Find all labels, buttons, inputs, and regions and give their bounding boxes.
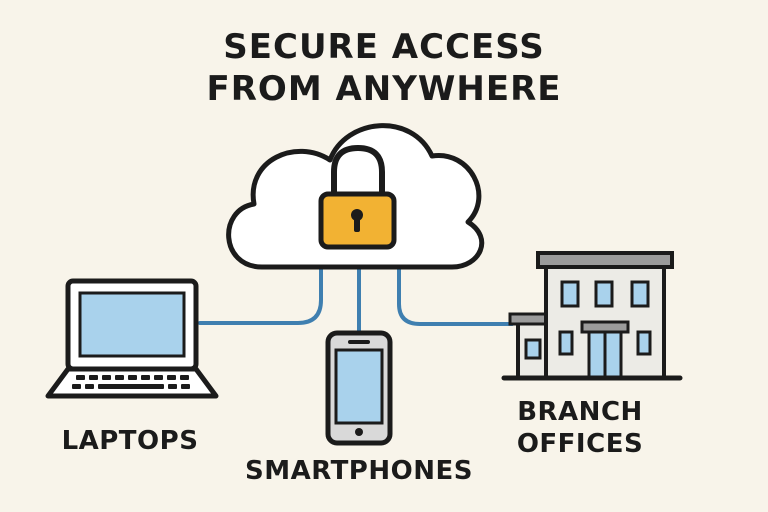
padlock-icon — [318, 144, 397, 250]
title-line-1: SECURE ACCESS — [223, 27, 545, 67]
title-line-2: FROM ANYWHERE — [206, 69, 562, 109]
connector-branch — [397, 258, 514, 326]
label-branch-offices-line-1: BRANCH — [517, 397, 643, 427]
connector-laptop — [198, 258, 323, 325]
label-branch-offices-line-2: OFFICES — [516, 429, 644, 459]
laptop-icon — [45, 278, 219, 399]
office-building-icon — [501, 251, 683, 381]
smartphone-icon — [325, 330, 393, 446]
connectors — [198, 258, 514, 336]
label-smartphones: SMARTPHONES — [245, 456, 473, 486]
label-laptops: LAPTOPS — [61, 426, 199, 456]
